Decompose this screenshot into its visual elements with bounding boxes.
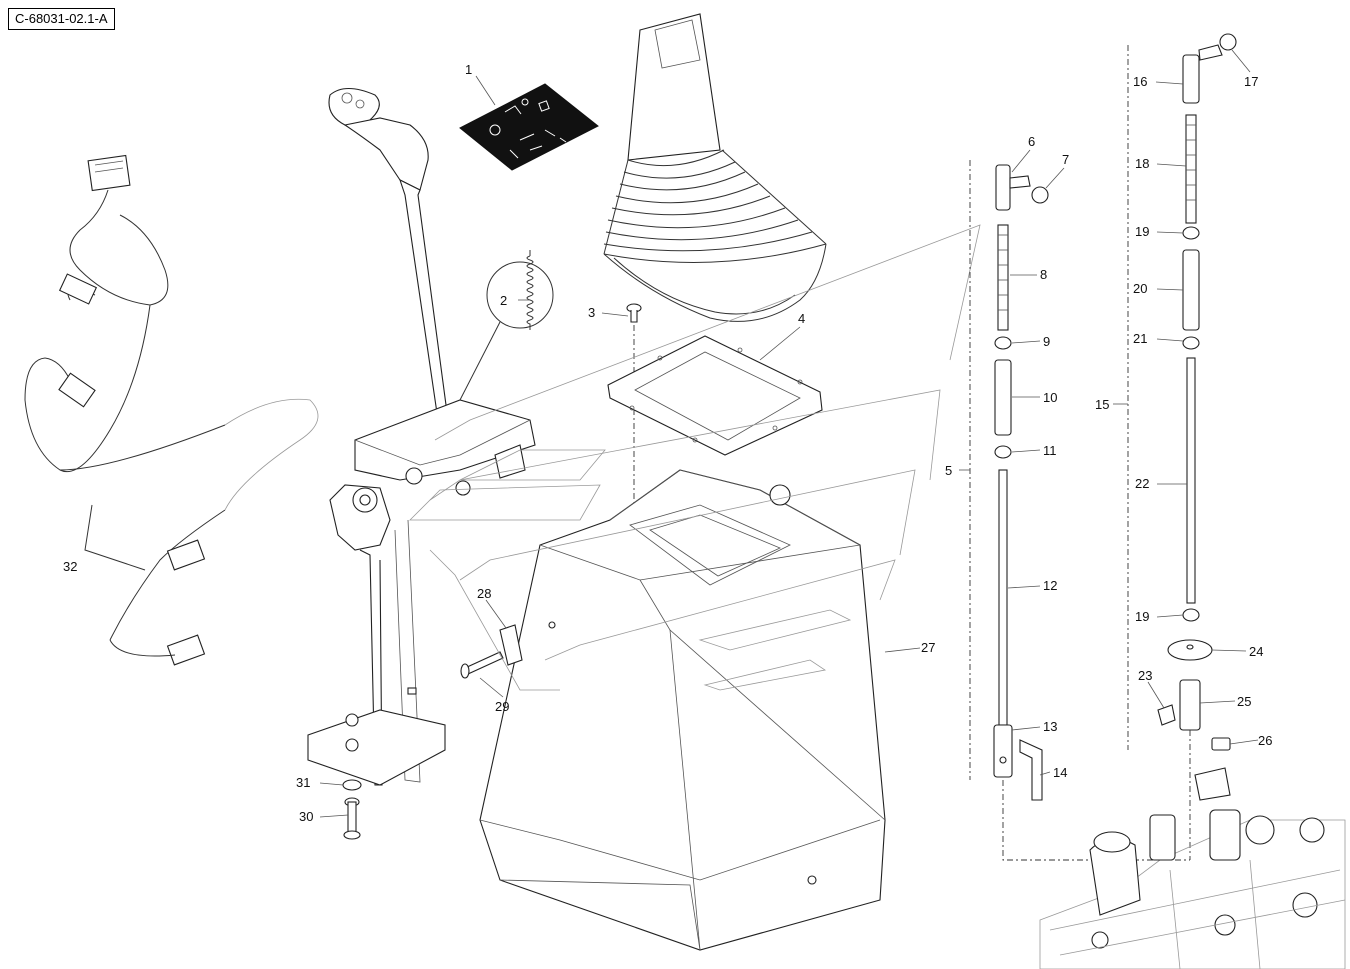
clip-screw-part [460, 624, 523, 679]
callout-25: 25 [1237, 694, 1251, 709]
callout-31: 31 [296, 775, 310, 790]
callout-6: 6 [1028, 134, 1035, 149]
callout-5: 5 [945, 463, 952, 478]
callout-23: 23 [1138, 668, 1152, 683]
callout-17: 17 [1244, 74, 1258, 89]
callout-4: 4 [798, 311, 805, 326]
rod-assembly-15 [1127, 33, 1237, 860]
rod-assembly-5 [969, 160, 1190, 861]
callout-29: 29 [495, 699, 509, 714]
callout-8: 8 [1040, 267, 1047, 282]
console-housing-part [479, 469, 886, 951]
wiring-harness-part [24, 154, 319, 666]
bolt-3-part [626, 303, 642, 575]
callout-15: 15 [1095, 397, 1109, 412]
callout-32: 32 [63, 559, 77, 574]
ghost-bracket-outlines [409, 224, 981, 691]
joystick-lever-part [328, 87, 449, 421]
callout-18: 18 [1135, 156, 1149, 171]
control-valve-part [1039, 767, 1346, 969]
callout-3: 3 [588, 305, 595, 320]
callout-14: 14 [1053, 765, 1067, 780]
mounting-plate-part [607, 335, 823, 456]
callout-13: 13 [1043, 719, 1057, 734]
decal-part [459, 83, 599, 171]
callout-9: 9 [1043, 334, 1050, 349]
callout-1: 1 [465, 62, 472, 77]
lever-bracket-part [307, 399, 536, 786]
callout-7: 7 [1062, 152, 1069, 167]
callout-19a: 19 [1135, 224, 1149, 239]
leader-lines [319, 49, 1259, 818]
callout-27: 27 [921, 640, 935, 655]
spring-part [459, 250, 554, 401]
callout-30: 30 [299, 809, 313, 824]
callout-26: 26 [1258, 733, 1272, 748]
callout-21: 21 [1133, 331, 1147, 346]
bolt-washer-part [342, 779, 362, 840]
callout-24: 24 [1249, 644, 1263, 659]
callout-16: 16 [1133, 74, 1147, 89]
callout-22: 22 [1135, 476, 1149, 491]
callout-20: 20 [1133, 281, 1147, 296]
callout-labels: 1 2 3 4 5 6 7 8 9 10 11 12 13 14 15 16 1… [63, 62, 1272, 824]
callout-19b: 19 [1135, 609, 1149, 624]
callout-2: 2 [500, 293, 507, 308]
callout-11: 11 [1043, 443, 1057, 458]
drawing-reference-code: C-68031-02.1-A [8, 8, 115, 30]
callout-12: 12 [1043, 578, 1057, 593]
rubber-boot-part [603, 13, 827, 322]
callout-28: 28 [477, 586, 491, 601]
callout-10: 10 [1043, 390, 1057, 405]
